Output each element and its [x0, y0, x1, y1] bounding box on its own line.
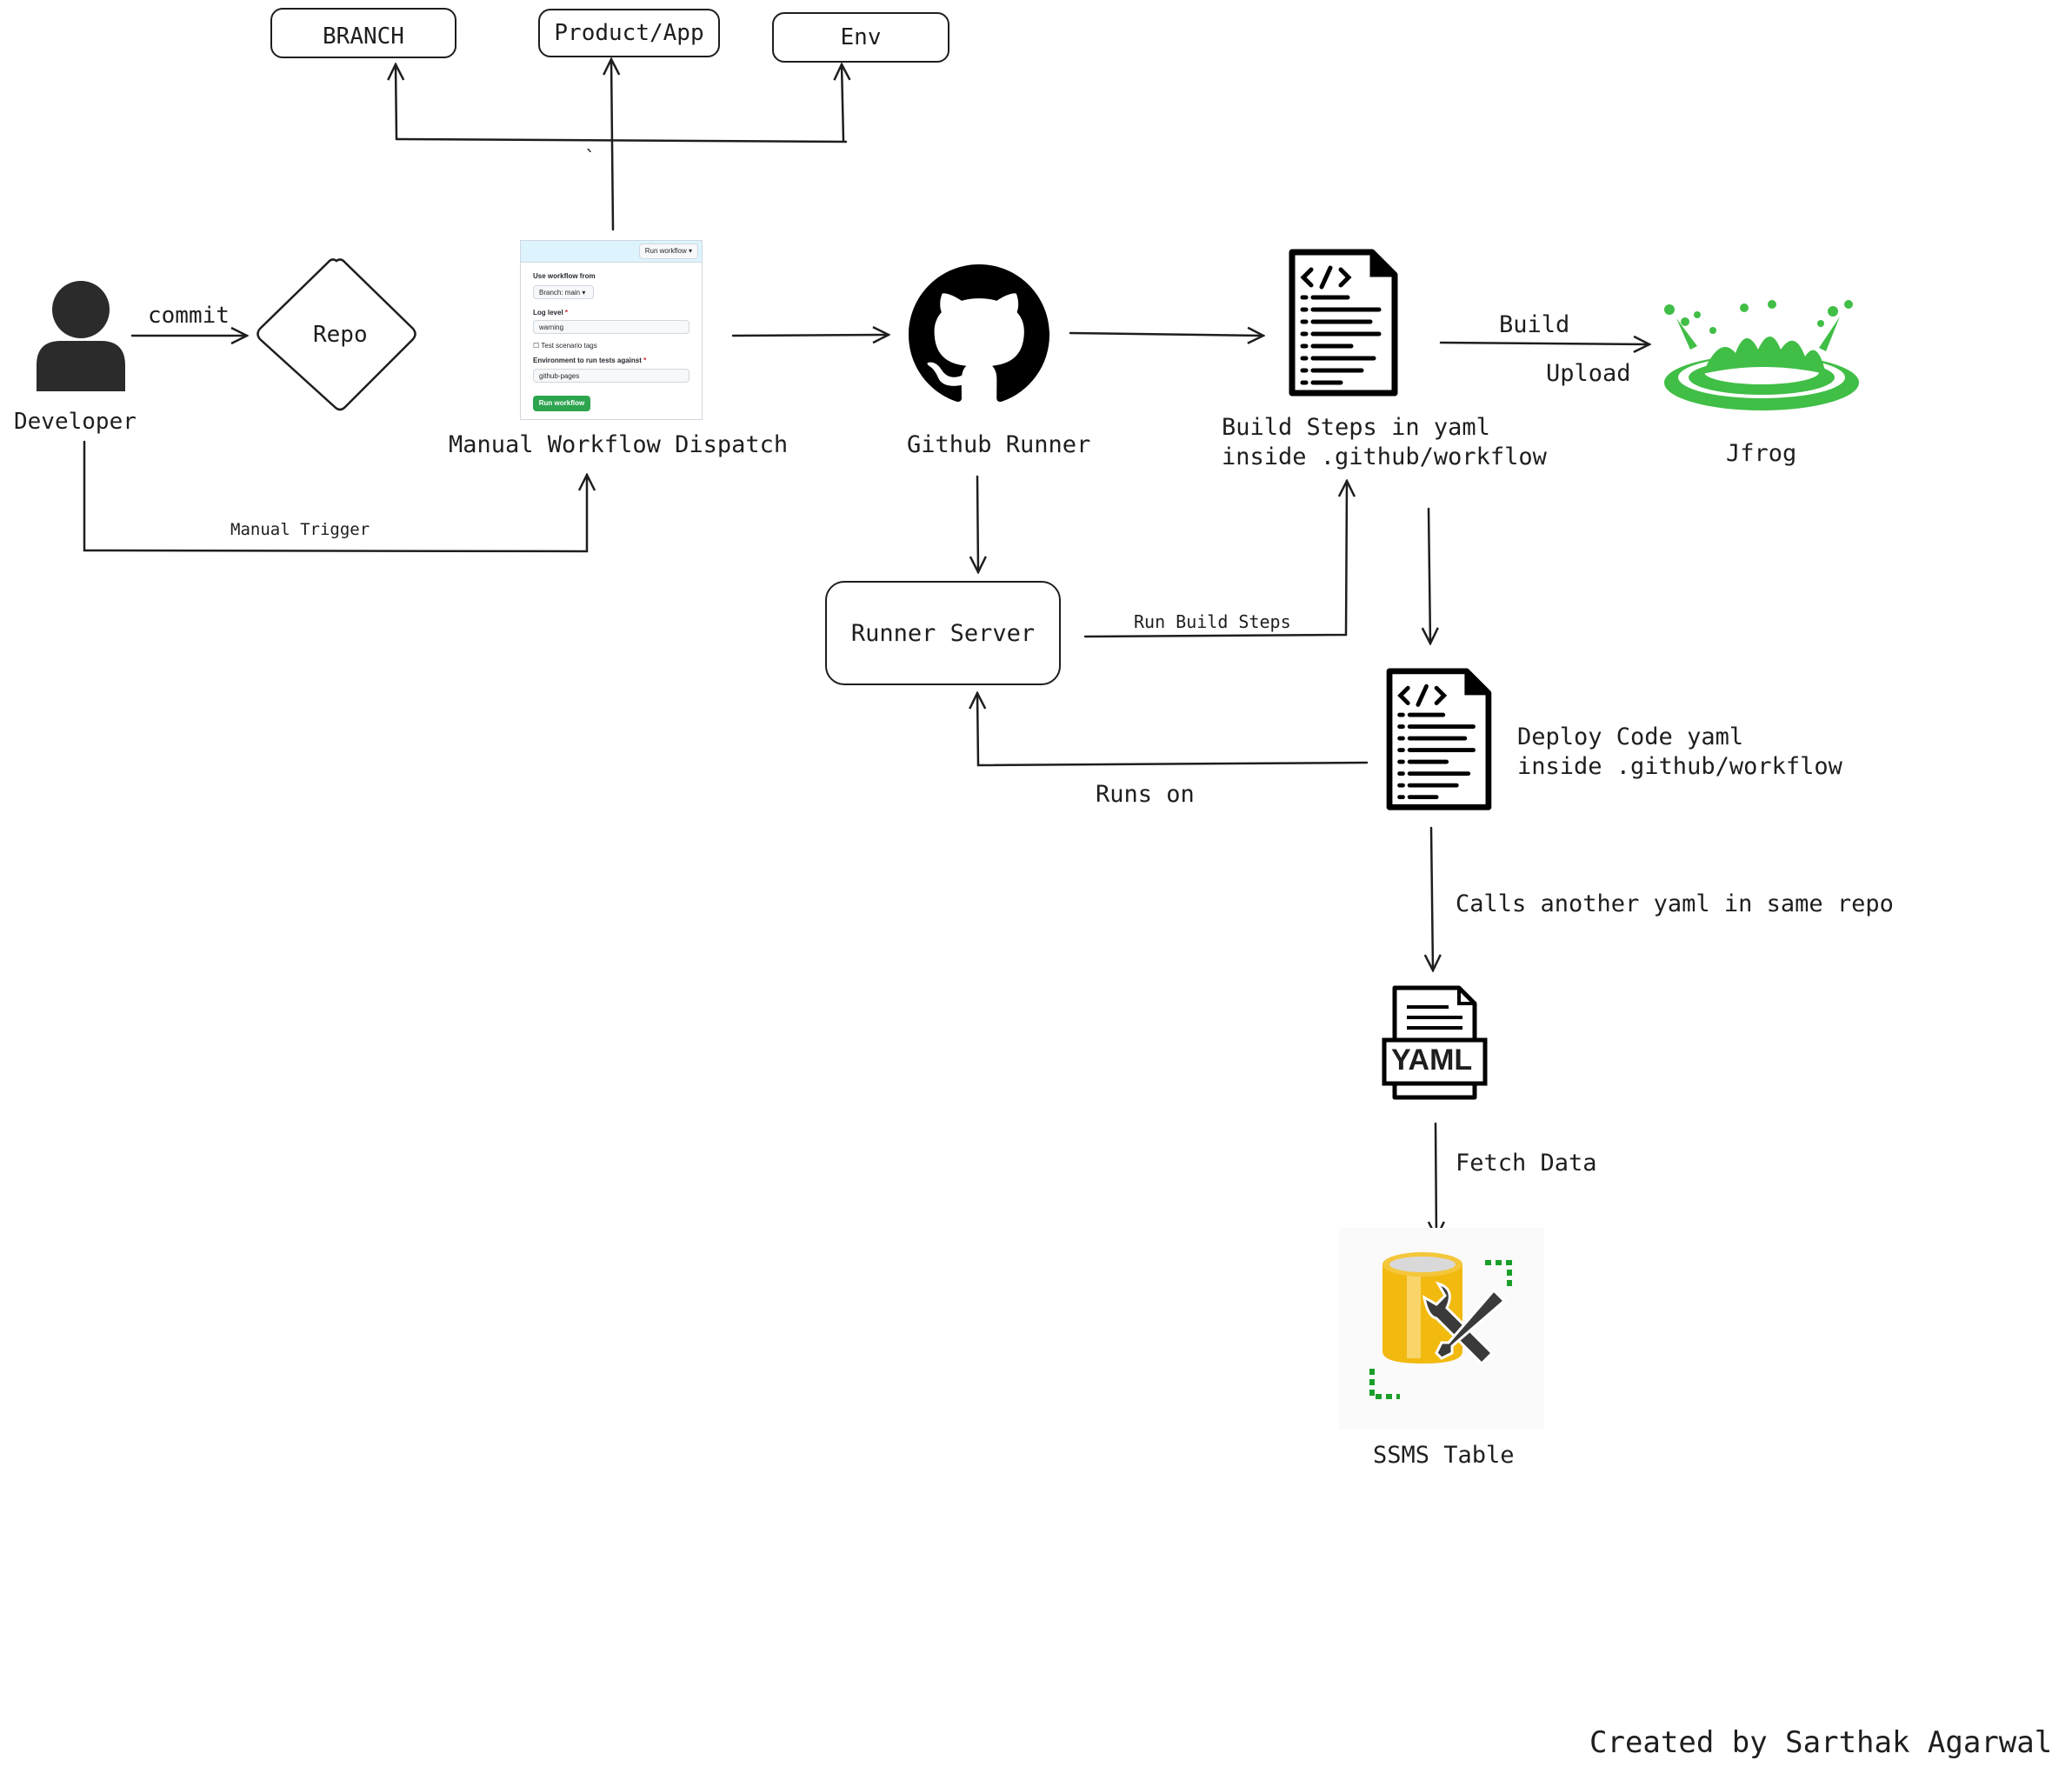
environment-label: Environment to run tests against * [533, 357, 647, 364]
manual-dispatch-label: Manual Workflow Dispatch [449, 431, 789, 458]
jfrog-logo-icon [1664, 300, 1859, 410]
runs-on-label: Runs on [1096, 781, 1195, 808]
stray-mark: ` [584, 148, 596, 170]
runner-server-box: Runner Server [825, 581, 1061, 685]
ssms-database-icon [1339, 1228, 1544, 1430]
calls-another-yaml-label: Calls another yaml in same repo [1456, 890, 1894, 917]
run-workflow-button[interactable]: Run workflow [533, 396, 590, 411]
build-edge-label: Build [1499, 311, 1570, 338]
github-icon [909, 264, 1049, 403]
developer-label: Developer [14, 409, 137, 435]
test-tags-checkbox[interactable]: ☐ Test scenario tags [533, 342, 597, 350]
product-app-label: Product/App [554, 20, 704, 46]
upload-edge-label: Upload [1546, 360, 1631, 387]
env-label: Env [840, 24, 882, 50]
edge-dispatch-runner [731, 335, 889, 336]
github-runner-label: Github Runner [907, 431, 1091, 458]
runner-server-label: Runner Server [850, 619, 1036, 647]
yaml-file-label: YAML [1391, 1044, 1473, 1077]
branch-label: BRANCH [323, 23, 404, 50]
use-workflow-from-label: Use workflow from [533, 272, 596, 280]
run-build-steps-label: Run Build Steps [1134, 611, 1291, 632]
log-level-label: Log level * [533, 309, 569, 317]
edge-manual-trigger [83, 440, 587, 553]
footer-credit: Created by Sarthak Agarwal [1589, 1725, 2053, 1760]
manual-trigger-label: Manual Trigger [230, 520, 370, 539]
repo-diamond [257, 258, 416, 411]
edge-run-build-steps [1083, 481, 1347, 638]
yaml-file-icon [1382, 985, 1488, 1100]
commit-label: commit [148, 303, 230, 329]
run-workflow-dropdown[interactable]: Run workflow ▾ [638, 243, 698, 259]
branch-input-box: BRANCH [270, 8, 456, 58]
product-app-input-box: Product/App [538, 9, 720, 57]
workflow-dispatch-header: Run workflow ▾ [521, 241, 702, 263]
deploy-label-line2: inside .github/workflow [1517, 753, 1842, 780]
log-level-select[interactable]: warning [533, 320, 690, 334]
branch-select[interactable]: Branch: main ▾ [533, 285, 594, 299]
edge-to-env [842, 64, 843, 143]
build-steps-label-line1: Build Steps in yaml [1222, 414, 1490, 441]
edge-inputs-bar [395, 137, 848, 143]
jfrog-label: Jfrog [1726, 440, 1797, 467]
edge-build-jfrog [1439, 343, 1649, 344]
workflow-dispatch-screenshot: Run workflow ▾ Use workflow from Branch:… [520, 240, 703, 420]
developer-icon [37, 281, 125, 391]
deploy-label-line1: Deploy Code yaml [1517, 723, 1744, 750]
build-yaml-file-icon [1289, 249, 1398, 397]
env-input-box: Env [772, 12, 949, 63]
edge-runs-on [977, 693, 1369, 767]
fetch-data-label: Fetch Data [1456, 1150, 1597, 1177]
ssms-table-label: SSMS Table [1373, 1442, 1515, 1469]
repo-label: Repo [313, 322, 368, 348]
build-steps-label-line2: inside .github/workflow [1222, 443, 1547, 470]
edge-runner-build [1069, 333, 1263, 336]
edge-dispatch-up [611, 59, 613, 231]
edge-calls-yaml [1431, 826, 1433, 970]
edge-runner-server [977, 475, 978, 572]
deploy-yaml-file-icon [1386, 668, 1492, 810]
environment-select[interactable]: github-pages [533, 369, 690, 383]
edge-build-deploy [1429, 507, 1430, 643]
